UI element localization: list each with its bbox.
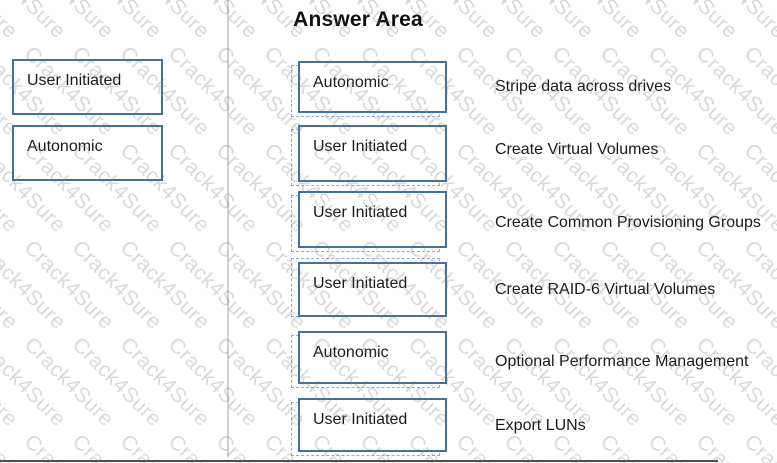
- watermark-text: Crack4Sure: [739, 430, 777, 463]
- watermark-text: Crack4Sure: [163, 430, 262, 463]
- watermark-text: Crack4Sure: [67, 430, 166, 463]
- watermark-text: Crack4Sure: [691, 0, 777, 44]
- watermark-text: Crack4Sure: [67, 236, 166, 335]
- watermark-text: Crack4Sure: [643, 430, 742, 463]
- watermark-text: Crack4Sure: [163, 42, 262, 141]
- watermark-text: Crack4Sure: [643, 333, 742, 432]
- answer-slot-4[interactable]: User Initiated: [298, 262, 447, 317]
- watermark-text: Crack4Sure: [547, 0, 646, 44]
- watermark-text: Crack4Sure: [115, 430, 214, 463]
- watermark-text: Crack4Sure: [691, 333, 777, 432]
- watermark-text: Crack4Sure: [0, 236, 70, 335]
- watermark-text: Crack4Sure: [499, 0, 598, 44]
- watermark-text: Crack4Sure: [739, 0, 777, 44]
- watermark-text: Crack4Sure: [115, 0, 214, 44]
- watermark-text: Crack4Sure: [691, 42, 777, 141]
- option-label-export-luns: Export LUNs: [495, 417, 586, 434]
- source-item-autonomic[interactable]: Autonomic: [12, 125, 163, 181]
- watermark-text: Crack4Sure: [0, 0, 70, 44]
- watermark-text: Crack4Sure: [595, 333, 694, 432]
- bottom-rule-line: [0, 460, 718, 462]
- option-label-stripe-data: Stripe data across drives: [495, 78, 672, 95]
- watermark-text: Crack4Sure: [19, 236, 118, 335]
- watermark-text: Crack4Sure: [163, 236, 262, 335]
- watermark-text: Crack4Sure: [739, 333, 777, 432]
- watermark-text: Crack4Sure: [691, 430, 777, 463]
- watermark-text: Crack4Sure: [0, 333, 70, 432]
- watermark-text: Crack4Sure: [0, 430, 22, 463]
- answer-slot-1[interactable]: Autonomic: [298, 61, 447, 113]
- watermark-text: Crack4Sure: [115, 236, 214, 335]
- watermark-text: Crack4Sure: [19, 430, 118, 463]
- watermark-text: Crack4Sure: [163, 139, 262, 238]
- watermark-text: Crack4Sure: [19, 0, 118, 44]
- watermark-text: Crack4Sure: [115, 333, 214, 432]
- option-label-optional-performance: Optional Performance Management: [495, 353, 749, 370]
- watermark-text: Crack4Sure: [739, 236, 777, 335]
- option-label-create-raid6: Create RAID-6 Virtual Volumes: [495, 281, 716, 298]
- column-divider-line: [227, 0, 229, 457]
- watermark-text: Crack4Sure: [163, 333, 262, 432]
- option-label-create-cpg: Create Common Provisioning Groups: [495, 214, 761, 231]
- option-label-create-virtual-volumes: Create Virtual Volumes: [495, 141, 659, 158]
- watermark-text: Crack4Sure: [19, 333, 118, 432]
- watermark-text: Crack4Sure: [0, 333, 22, 432]
- answer-slot-5[interactable]: Autonomic: [298, 331, 447, 384]
- watermark-text: Crack4Sure: [67, 0, 166, 44]
- watermark-text: Crack4Sure: [0, 430, 70, 463]
- watermark-text: Crack4Sure: [643, 0, 742, 44]
- watermark-text: Crack4Sure: [0, 236, 22, 335]
- page-title: Answer Area: [293, 8, 423, 31]
- answer-slot-2[interactable]: User Initiated: [298, 125, 447, 182]
- watermark-text: Crack4Sure: [0, 0, 22, 44]
- watermark-text: Crack4Sure: [67, 333, 166, 432]
- watermark-text: Crack4Sure: [595, 430, 694, 463]
- watermark-text: Crack4Sure: [739, 42, 777, 141]
- answer-slot-3[interactable]: User Initiated: [298, 191, 447, 248]
- watermark-text: Crack4Sure: [595, 0, 694, 44]
- source-item-user-initiated[interactable]: User Initiated: [12, 59, 163, 115]
- answer-slot-6[interactable]: User Initiated: [298, 398, 447, 452]
